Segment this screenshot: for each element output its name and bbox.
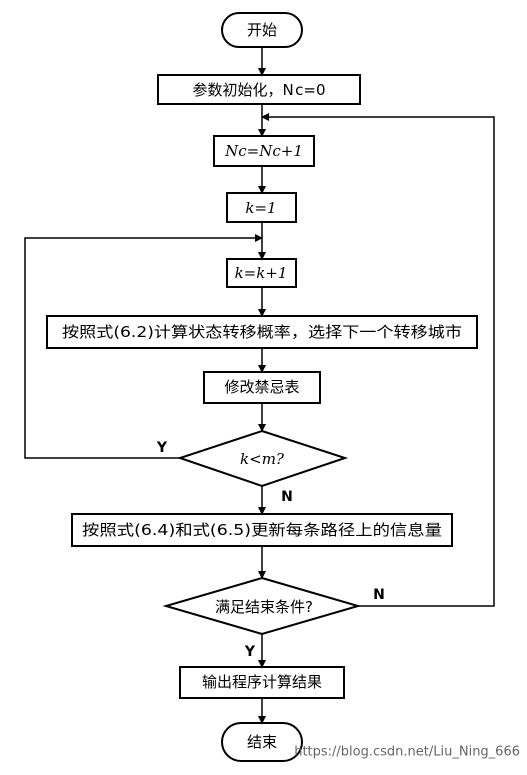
decision-k-diamond — [176, 429, 349, 488]
init-box — [157, 74, 361, 105]
nc-update-box — [213, 135, 315, 167]
update-pheromone-label: 按照式(6.4)和式(6.5)更新每条路径上的信息量 — [82, 521, 442, 539]
decision-k-label: k<m? — [240, 450, 285, 468]
init-label: 参数初始化，N c=0 — [192, 81, 325, 99]
start-label: 开始 — [247, 21, 277, 39]
decision-end-label: 满足结束条件? — [215, 598, 313, 616]
decision-end-yes-label: Y — [244, 644, 256, 660]
watermark-text: https://blog.csdn.net/Liu_Ning_666 — [294, 745, 520, 760]
output-label: 输出程序计算结果 — [202, 673, 322, 691]
update-pheromone-box — [71, 513, 453, 547]
select-city-box — [46, 315, 478, 349]
decision-end-no-label: N — [373, 587, 385, 603]
decision-k-no-label: N — [281, 489, 293, 505]
decision-k-yes-label: Y — [156, 440, 168, 456]
end-label: 结束 — [247, 733, 277, 751]
k-init-box — [226, 192, 297, 223]
start-terminal — [221, 12, 303, 48]
end-terminal — [221, 722, 303, 762]
edge-loop-k-yes — [24, 234, 263, 459]
decision-end-diamond — [162, 576, 362, 636]
output-box — [179, 666, 345, 699]
flow-edges — [24, 47, 495, 724]
modify-tabu-label: 修改禁忌表 — [224, 378, 299, 396]
k-update-box — [226, 258, 297, 288]
edge-loop-end-no — [261, 113, 495, 607]
k-init-label: k=1 — [245, 199, 276, 217]
modify-tabu-box — [203, 371, 321, 404]
k-update-label: k=k+1 — [235, 264, 288, 282]
nc-update-label: Nc=Nc+1 — [224, 142, 303, 160]
select-city-label: 按照式(6.2)计算状态转移概率，选择下一个转移城市 — [62, 323, 462, 341]
